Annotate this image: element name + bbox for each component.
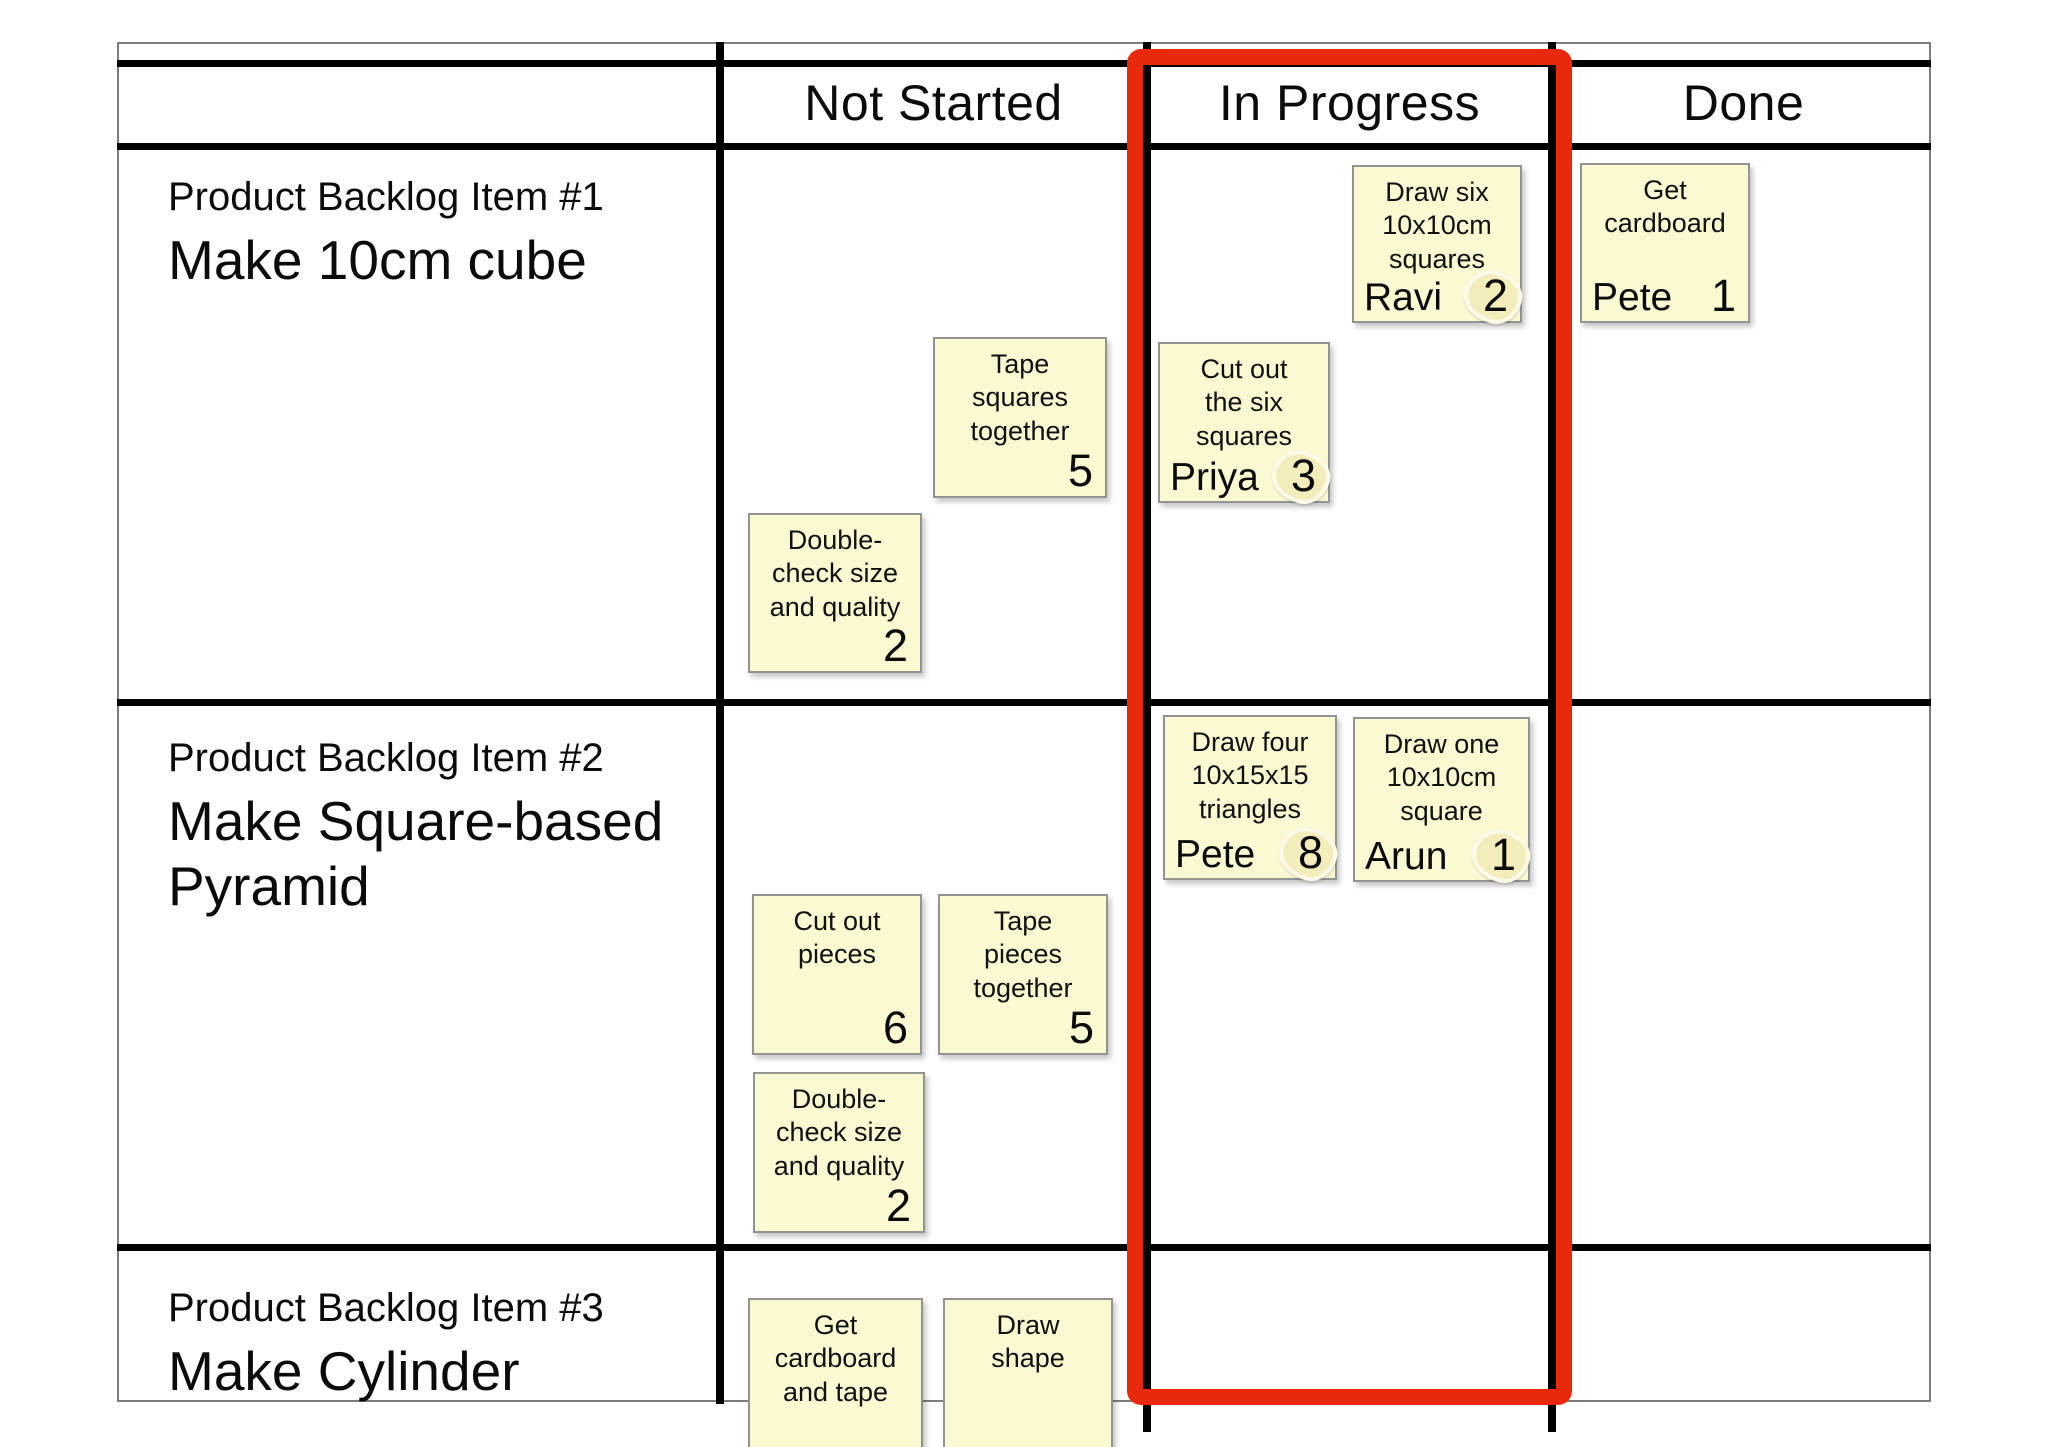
note-footer: Pete 8 xyxy=(1175,821,1343,887)
backlog-item-3-label: Product Backlog Item #3 xyxy=(168,1286,604,1330)
note-points: 3 xyxy=(1290,449,1316,501)
row-divider-2 xyxy=(117,1244,1931,1251)
column-divider-1 xyxy=(716,42,724,1404)
column-divider-3 xyxy=(1548,42,1556,1432)
backlog-item-2-label: Product Backlog Item #2 xyxy=(168,736,604,780)
note-points: 5 xyxy=(1067,444,1093,496)
backlog-item-1-title: Make 10cm cube xyxy=(168,229,587,291)
note-owner: Priya xyxy=(1170,456,1259,500)
backlog-item-2-title: Make Square-based Pyramid xyxy=(168,790,664,917)
note-footer: 5 xyxy=(950,1004,1100,1051)
note-points: 2 xyxy=(1482,269,1508,321)
note-footer: 6 xyxy=(764,1004,914,1051)
backlog-row-3: Product Backlog Item #3 Make Cylinder xyxy=(168,1283,713,1404)
note-points: 5 xyxy=(1068,1001,1094,1053)
backlog-item-1-label: Product Backlog Item #1 xyxy=(168,175,604,219)
note-owner: Pete xyxy=(1592,276,1673,320)
backlog-row-1: Product Backlog Item #1 Make 10cm cube xyxy=(168,172,713,293)
backlog-item-3-title: Make Cylinder xyxy=(168,1340,520,1402)
note-owner: Arun xyxy=(1365,835,1448,879)
note-footer: Priya 3 xyxy=(1170,444,1336,510)
note-points: 2 xyxy=(882,619,908,671)
header-top-line xyxy=(117,60,1931,67)
note-footer: 5 xyxy=(945,447,1099,494)
note-owner: Ravi xyxy=(1364,276,1443,320)
note-points: 1 xyxy=(1490,828,1516,880)
note-footer: 2 xyxy=(765,1182,917,1229)
note-points: 6 xyxy=(882,1001,908,1053)
note-owner: Pete xyxy=(1175,833,1256,877)
backlog-row-2: Product Backlog Item #2 Make Square-base… xyxy=(168,733,713,919)
note-footer: Arun 1 xyxy=(1365,823,1536,889)
note-footer: Ravi 2 xyxy=(1364,264,1528,330)
column-header-done: Done xyxy=(1682,75,1805,131)
column-divider-2 xyxy=(1143,42,1151,1432)
note-points: 1 xyxy=(1710,269,1736,321)
column-header-in-progress: In Progress xyxy=(1218,75,1481,131)
note-footer: Pete 1 xyxy=(1592,272,1742,319)
note-points: 2 xyxy=(885,1179,911,1231)
header-bottom-line xyxy=(117,143,1931,150)
row-divider-1 xyxy=(117,699,1931,706)
note-footer: 2 xyxy=(760,622,914,669)
column-header-not-started: Not Started xyxy=(804,75,1063,131)
note-points: 8 xyxy=(1297,826,1323,878)
